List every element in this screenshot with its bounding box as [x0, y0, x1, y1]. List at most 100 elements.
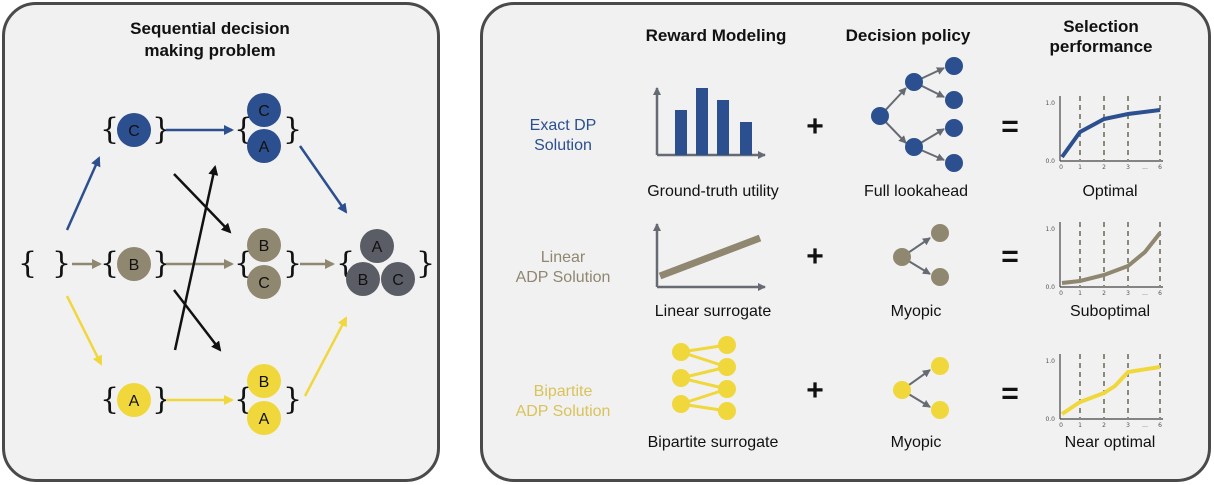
set-ba-open-brace: {	[234, 382, 253, 417]
set-bc-open-brace: {	[234, 246, 253, 281]
chart3-ytick-top: 1.0	[1045, 358, 1055, 365]
node-bc-b-label: B	[259, 238, 270, 255]
row1-reward-caption: Ground-truth utility	[647, 183, 779, 200]
equals-sign-row1: =	[1001, 110, 1019, 143]
node-ca-c	[247, 93, 281, 127]
equals-sign-row3: =	[1001, 377, 1019, 410]
set-a-open-brace: {	[100, 382, 119, 417]
node-ba-b	[247, 364, 281, 398]
node-ca-c-label: C	[258, 103, 270, 120]
set-c-open-brace: {	[100, 112, 119, 147]
set-a-close-brace: }	[152, 382, 171, 417]
plus-sign-row1: +	[806, 110, 824, 143]
performance-chart-suboptimal: 1.0 0.0 0 1 2 3 ... 6	[1045, 222, 1163, 297]
performance-chart-optimal: 1.0 0.0 0 1 2 3 ... 6	[1045, 96, 1163, 171]
node-ba-b-label: B	[259, 374, 270, 391]
row3-policy-caption: Myopic	[891, 434, 942, 451]
arrow-ca-to-abc	[298, 145, 348, 214]
row2-label-line2: ADP Solution	[516, 269, 611, 286]
myopic-tree-icon-row2	[893, 224, 949, 286]
node-abc-a-label: A	[372, 239, 383, 256]
chart2-xtick-5: 6	[1158, 290, 1162, 297]
node-ca-a	[247, 129, 281, 163]
left-title-line2: making problem	[144, 41, 275, 60]
chart3-xtick-4: ...	[1142, 422, 1148, 429]
node-b-label: B	[129, 257, 140, 274]
empty-set-close-brace: }	[52, 246, 71, 281]
arrow-empty-to-a	[65, 295, 103, 366]
solution-comparison-panel	[480, 2, 1211, 482]
set-b-close-brace: }	[152, 246, 171, 281]
histogram-icon	[653, 87, 766, 159]
row3-label-line1: Bipartite	[534, 383, 593, 400]
chart3-xtick-5: 6	[1158, 422, 1162, 429]
set-ca-close-brace: }	[283, 112, 302, 147]
node-c	[117, 113, 151, 147]
row3-label-line2: ADP Solution	[516, 403, 611, 420]
chart1-xtick-0: 0	[1059, 164, 1063, 171]
chart2-ytick-top: 1.0	[1045, 226, 1055, 233]
chart3-ytick-bottom: 0.0	[1045, 416, 1055, 423]
node-abc-b-label: B	[358, 272, 369, 289]
chart1-xtick-3: 3	[1126, 164, 1130, 171]
node-c-label: C	[128, 123, 140, 140]
node-ca-a-label: A	[259, 139, 270, 156]
row2-perf-caption: Suboptimal	[1070, 303, 1150, 320]
chart2-xtick-1: 1	[1078, 290, 1082, 297]
plus-sign-row2: +	[806, 240, 824, 273]
set-abc-close-brace: }	[416, 246, 435, 281]
chart1-xtick-1: 1	[1078, 164, 1082, 171]
arrow-ba-to-abc	[303, 316, 348, 397]
chart1-ytick-top: 1.0	[1045, 100, 1055, 107]
row1-perf-caption: Optimal	[1082, 183, 1137, 200]
row1-label-line2: Solution	[534, 137, 592, 154]
empty-set-open-brace: {	[18, 246, 37, 281]
set-ca-open-brace: {	[234, 112, 253, 147]
chart1-xtick-4: ...	[1142, 164, 1148, 171]
header-selection-line2: performance	[1050, 37, 1153, 56]
row2-reward-caption: Linear surrogate	[655, 303, 772, 320]
chart3-xtick-3: 3	[1126, 422, 1130, 429]
chart3-xtick-0: 0	[1059, 422, 1063, 429]
chart2-xtick-0: 0	[1059, 290, 1063, 297]
header-decision-policy: Decision policy	[846, 26, 971, 45]
performance-chart-near-optimal: 1.0 0.0 0 1 2 3 ... 6	[1045, 354, 1163, 429]
node-a-label: A	[129, 393, 140, 410]
left-title-line1: Sequential decision	[130, 19, 290, 38]
plus-sign-row3: +	[806, 374, 824, 407]
chart2-xtick-3: 3	[1126, 290, 1130, 297]
arrow-c-to-bc	[173, 173, 232, 234]
set-c-close-brace: }	[152, 112, 171, 147]
node-ba-a-label: A	[259, 411, 270, 428]
set-ba-close-brace: }	[283, 382, 302, 417]
linear-trend-icon	[653, 223, 766, 291]
set-b-open-brace: {	[100, 246, 119, 281]
arrow-empty-to-c	[65, 156, 101, 231]
myopic-tree-icon-row3	[893, 357, 949, 419]
header-selection-line1: Selection	[1063, 17, 1139, 36]
node-bc-c	[247, 265, 281, 299]
node-bc-c-label: C	[258, 275, 270, 292]
node-abc-b	[346, 262, 380, 296]
node-abc-c	[381, 262, 415, 296]
equals-sign-row2: =	[1001, 240, 1019, 273]
node-bc-b	[247, 228, 281, 262]
bipartite-graph-icon	[672, 336, 736, 420]
row3-reward-caption: Bipartite surrogate	[648, 434, 779, 451]
node-abc-a	[360, 229, 394, 263]
chart3-xtick-1: 1	[1078, 422, 1082, 429]
chart3-xtick-2: 2	[1102, 422, 1106, 429]
chart2-xtick-2: 2	[1102, 290, 1106, 297]
row1-label-line1: Exact DP	[530, 117, 597, 134]
row3-perf-caption: Near optimal	[1065, 434, 1156, 451]
row2-policy-caption: Myopic	[891, 303, 942, 320]
full-lookahead-tree-icon	[871, 57, 963, 172]
node-ba-a	[247, 401, 281, 435]
header-reward-modeling: Reward Modeling	[646, 26, 787, 45]
arrow-a-to-ca	[173, 165, 219, 351]
chart1-xtick-2: 2	[1102, 164, 1106, 171]
row2-label-line1: Linear	[541, 249, 586, 266]
node-abc-c-label: C	[392, 272, 404, 289]
chart1-xtick-5: 6	[1158, 164, 1162, 171]
